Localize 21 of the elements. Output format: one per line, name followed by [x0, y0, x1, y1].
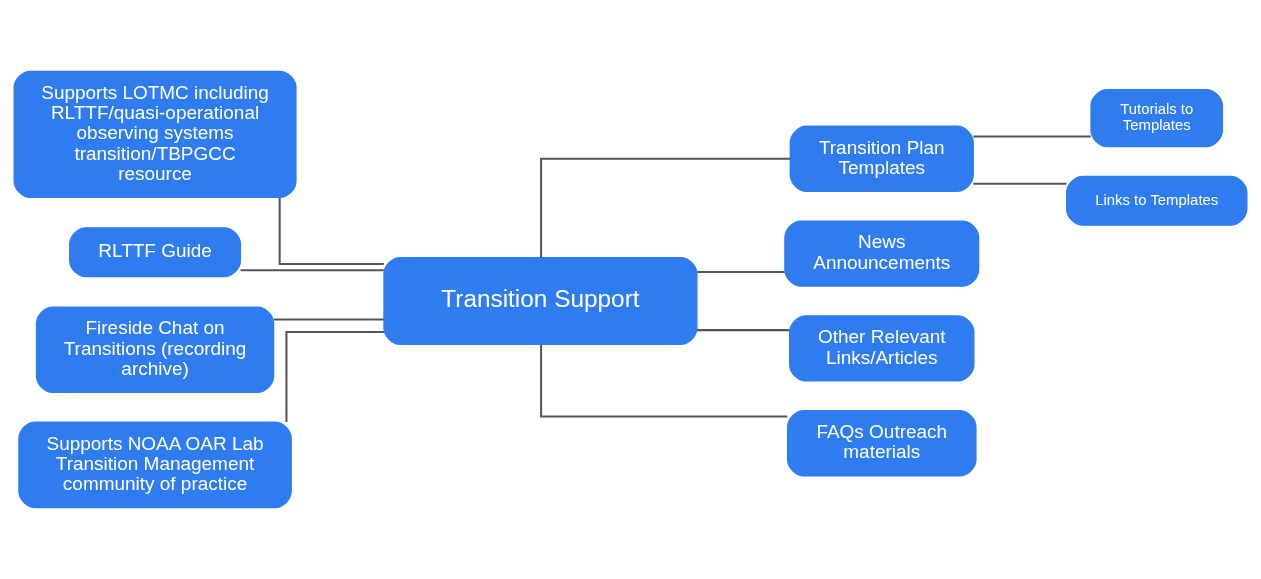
node-box: Other Relevant Links/Articles [789, 315, 975, 382]
node-box: News Announcements [784, 220, 980, 287]
node-box: FAQs Outreach materials [786, 410, 977, 477]
connector [697, 329, 790, 332]
node-box: Transition Support [383, 257, 698, 346]
connector [240, 269, 384, 272]
connector [273, 318, 384, 321]
connector [540, 344, 788, 418]
node-box: Supports LOTMC including RLTTF/quasi-operational observing systems transition/TBPGCC resource [13, 70, 297, 199]
node-box: RLTTF Guide [69, 227, 242, 278]
node-box: Transition Plan Templates [789, 125, 974, 192]
node-box: Fireside Chat on Transitions (recording archive) [35, 306, 275, 394]
connector [540, 157, 790, 258]
connector [285, 330, 384, 423]
node-box: Links to Templates [1066, 175, 1248, 226]
connector [278, 197, 384, 265]
connector [973, 182, 1067, 185]
connector [973, 135, 1091, 138]
node-box: Supports NOAA OAR Lab Transition Management community of practice [18, 421, 292, 509]
node-box: Tutorials to Templates [1090, 89, 1224, 148]
connector [697, 270, 785, 273]
